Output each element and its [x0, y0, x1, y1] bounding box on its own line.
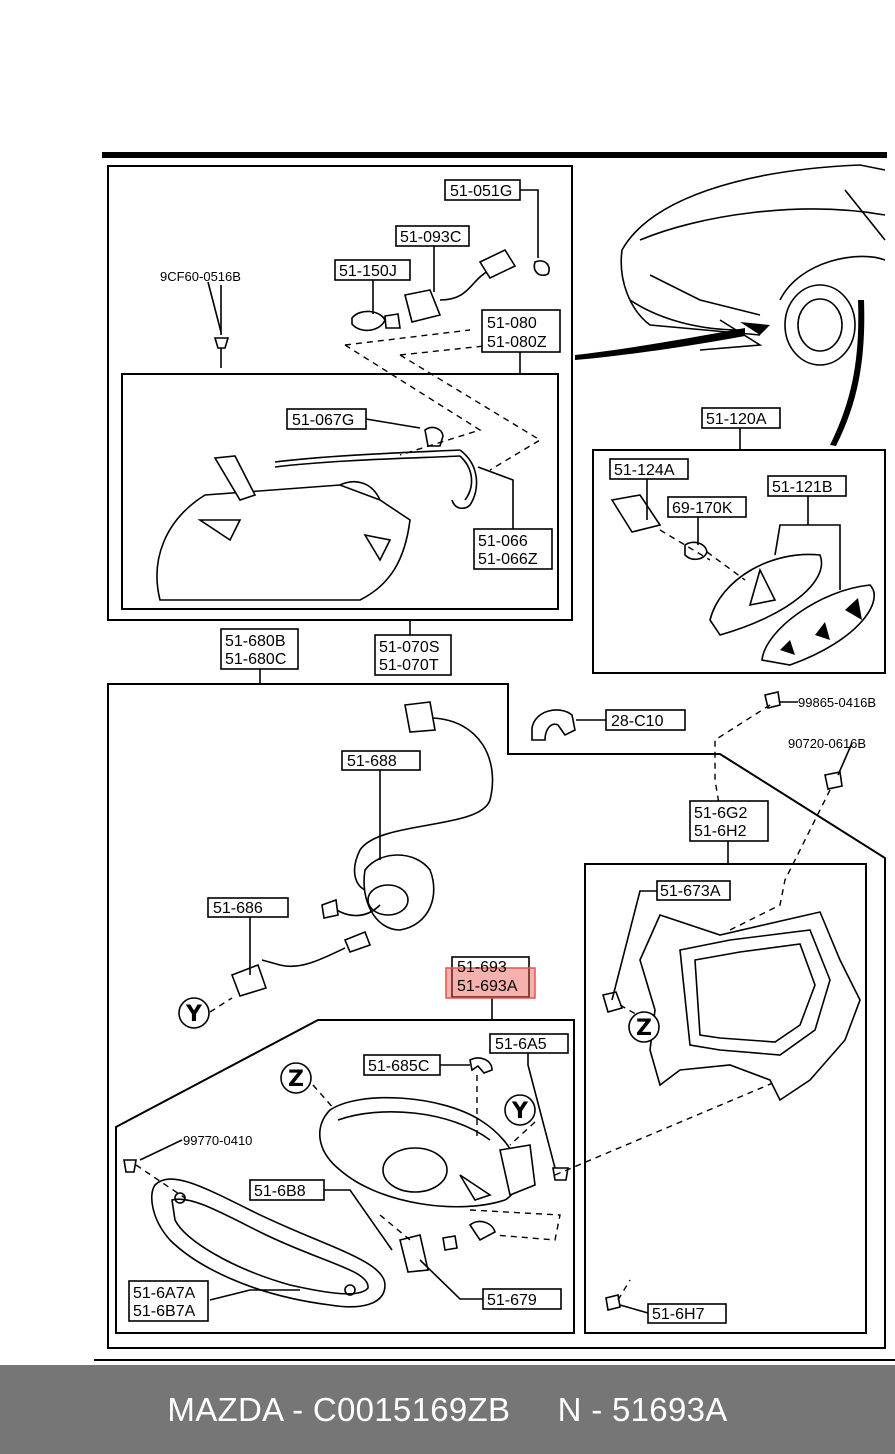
label-51-051G-text: 51-051G: [450, 183, 512, 200]
label-51-680C-text: 51-680C: [225, 651, 286, 668]
label-9CF60-0516B: 9CF60-0516B: [160, 269, 241, 284]
frame-fog-lamp: [107, 683, 886, 1349]
callout-z-lamp: Z: [280, 1062, 312, 1094]
fog-lamp-illustration: [123, 1057, 781, 1311]
label-51-6A5[interactable]: 51-6A5: [489, 1033, 569, 1054]
label-51-6A7A-text: 51-6A7A: [133, 1285, 196, 1302]
footer-part-number: MAZDA - C0015169ZB N - 51693A: [167, 1390, 728, 1428]
label-51-6G2[interactable]: 51-6G2 51-6H2: [689, 800, 769, 842]
label-51-6A7A[interactable]: 51-6A7A 51-6B7A: [128, 1280, 209, 1322]
label-51-6G2-text: 51-6G2: [694, 805, 747, 822]
headlamp-illustration: [156, 248, 550, 601]
label-51-121B-text: 51-121B: [772, 479, 833, 496]
label-51-066-text: 51-066: [478, 533, 528, 550]
label-51-093C-text: 51-093C: [400, 229, 461, 246]
label-69-170K-text: 69-170K: [672, 500, 733, 517]
label-51-150J-text: 51-150J: [339, 263, 397, 280]
frame-side-marker: [592, 449, 886, 674]
label-51-688[interactable]: 51-688: [341, 750, 421, 771]
label-51-066Z-text: 51-066Z: [478, 551, 538, 568]
frame-headlamp: [107, 165, 573, 621]
label-51-6H2-text: 51-6H2: [694, 823, 747, 840]
label-51-051G[interactable]: 51-051G: [444, 179, 521, 201]
label-51-6H7[interactable]: 51-6H7: [647, 1303, 727, 1324]
footer-bar: MAZDA - C0015169ZB N - 51693A: [0, 1365, 895, 1454]
label-51-093C[interactable]: 51-093C: [395, 225, 470, 247]
label-51-673A[interactable]: 51-673A: [656, 880, 731, 901]
label-51-685C-text: 51-685C: [368, 1058, 429, 1075]
label-51-124A[interactable]: 51-124A: [609, 458, 689, 480]
label-51-070T-text: 51-070T: [379, 657, 439, 674]
label-51-673A-text: 51-673A: [660, 883, 721, 900]
top-rule: [102, 152, 887, 158]
bottom-rule: [94, 1359, 895, 1361]
label-51-070S[interactable]: 51-070S 51-070T: [374, 634, 452, 676]
callout-y-lamp: Y: [504, 1094, 536, 1126]
label-51-680B-text: 51-680B: [225, 633, 286, 650]
callout-z-lamp-text: Z: [288, 1067, 304, 1092]
label-51-6B8[interactable]: 51-6B8: [249, 1179, 325, 1201]
callout-y-left: Y: [178, 997, 210, 1029]
label-69-170K[interactable]: 69-170K: [667, 496, 747, 518]
frame-headlamp-inner: [121, 373, 559, 610]
label-51-693-text: 51-693: [457, 959, 507, 976]
callout-z-bracket-text: Z: [636, 1016, 652, 1041]
callout-y-left-text: Y: [185, 1002, 203, 1027]
label-51-080[interactable]: 51-080 51-080Z: [481, 309, 561, 353]
label-51-070S-text: 51-070S: [379, 639, 440, 656]
label-51-6A5-text: 51-6A5: [495, 1036, 547, 1053]
label-51-679-text: 51-679: [487, 1292, 537, 1309]
label-51-680B[interactable]: 51-680B 51-680C: [220, 628, 299, 670]
label-51-080Z-text: 51-080Z: [487, 334, 547, 351]
label-99770-0410: 99770-0410: [183, 1133, 252, 1148]
label-51-6B7A-text: 51-6B7A: [133, 1303, 196, 1320]
highlight-51-693A: [445, 967, 536, 999]
callout-z-bracket: Z: [628, 1011, 660, 1043]
clip-illustration: [531, 709, 576, 741]
label-51-6B8-text: 51-6B8: [254, 1183, 306, 1200]
label-51-080-text: 51-080: [487, 315, 537, 332]
label-51-685C[interactable]: 51-685C: [363, 1054, 441, 1076]
frame-bracket: [584, 863, 867, 1334]
fog-lamp-harness-illustration: [209, 701, 494, 1013]
label-51-693A-text: 51-693A: [457, 978, 518, 995]
label-51-6H7-text: 51-6H7: [652, 1306, 705, 1323]
label-51-688-text: 51-688: [347, 753, 397, 770]
label-51-067G-text: 51-067G: [292, 412, 354, 429]
label-51-150J[interactable]: 51-150J: [334, 259, 411, 281]
label-51-120A[interactable]: 51-120A: [701, 407, 781, 429]
label-51-679[interactable]: 51-679: [482, 1288, 562, 1310]
label-99865-0416B: 99865-0416B: [798, 695, 876, 710]
label-90720-0616B: 90720-0616B: [788, 736, 866, 751]
car-front-illustration: [575, 164, 886, 446]
frame-fog-lamp-inner: [115, 1019, 575, 1334]
bracket-illustration: [601, 691, 861, 1102]
label-51-066[interactable]: 51-066 51-066Z: [473, 528, 553, 570]
label-51-693[interactable]: 51-693 51-693A: [445, 956, 536, 999]
label-51-686[interactable]: 51-686: [207, 897, 289, 918]
parts-diagram: Y Z Z Y 51-051G 51-093C 51-150J 9CF60-05…: [94, 152, 895, 1361]
label-51-124A-text: 51-124A: [614, 462, 675, 479]
label-28-C10[interactable]: 28-C10: [605, 709, 686, 731]
label-51-686-text: 51-686: [213, 900, 263, 917]
label-51-120A-text: 51-120A: [706, 411, 767, 428]
label-28-C10-text: 28-C10: [611, 713, 664, 730]
callout-y-lamp-text: Y: [511, 1099, 529, 1124]
label-51-121B[interactable]: 51-121B: [767, 475, 847, 497]
side-marker-illustration: [610, 494, 875, 666]
label-51-067G[interactable]: 51-067G: [286, 408, 367, 430]
